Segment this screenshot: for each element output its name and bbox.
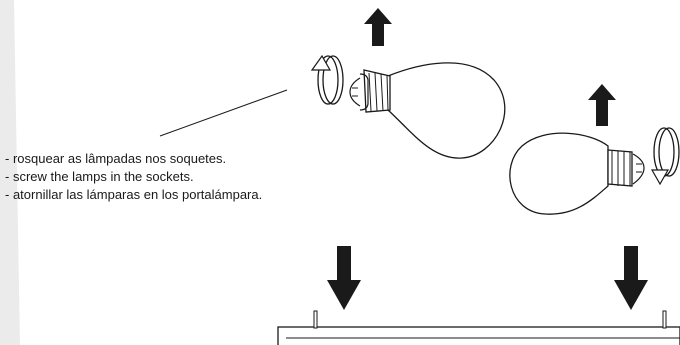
socket-pin-right: [662, 310, 667, 329]
lamp-fixture: [277, 310, 680, 345]
arrow-up-icon: [364, 8, 392, 46]
light-bulb-icon: [509, 132, 645, 215]
arrow-down-icon: [327, 246, 361, 310]
socket-pin-left: [313, 310, 318, 329]
lower-bulb: [509, 127, 680, 215]
instruction-pt: - rosquear as lâmpadas nos soquetes.: [5, 151, 227, 166]
instruction-en: - screw the lamps in the sockets.: [5, 169, 194, 184]
rotation-arrow-icon: [650, 127, 680, 186]
instructions: - rosquear as lâmpadas nos soquetes. - s…: [5, 150, 262, 204]
upper-bulb: [310, 54, 506, 159]
side-band: [0, 0, 20, 345]
arrow-up-icon: [588, 84, 616, 126]
arrow-down-icon: [614, 246, 648, 310]
leader-line: [159, 89, 288, 137]
instruction-es: - atornillar las lámparas en los portalá…: [5, 187, 263, 202]
rotation-arrow-icon: [310, 54, 344, 105]
light-bulb-icon: [349, 62, 506, 159]
